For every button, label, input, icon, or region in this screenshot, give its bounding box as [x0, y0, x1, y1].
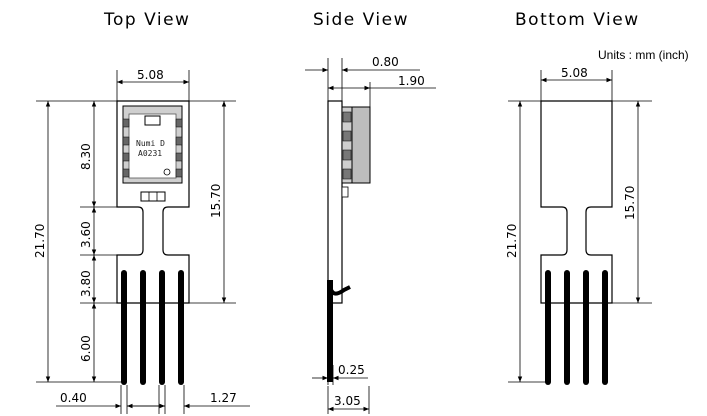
dim-top-upper-height: 15.70 — [209, 184, 223, 218]
dim-top-neck-height: 3.60 — [79, 221, 93, 248]
dim-top-total-height: 21.70 — [33, 224, 47, 258]
top-solder-pads — [140, 191, 166, 202]
side-view: 0.80 1.90 0.25 3.05 — [305, 55, 436, 414]
top-view: Numi D A0231 5.08 21.70 8.30 3.60 — [33, 68, 250, 414]
bottom-view-title: Bottom View — [515, 10, 640, 30]
bottom-view-outline — [540, 100, 613, 304]
side-view-pad — [341, 186, 349, 198]
bottom-view: 5.08 21.70 15.70 — [505, 66, 652, 385]
pin1-dot — [163, 168, 171, 176]
bottom-view-pins — [545, 270, 608, 385]
dim-top-pin-length: 6.00 — [79, 335, 93, 362]
sensor-window — [144, 115, 161, 126]
dim-top-pin-width: 0.40 — [60, 391, 87, 405]
dim-side-total-thickness: 1.90 — [398, 74, 425, 88]
dim-bottom-width: 5.08 — [561, 66, 588, 80]
sensor-die — [128, 113, 177, 179]
dim-side-lead-thickness: 0.25 — [338, 363, 365, 377]
dim-top-body-height: 8.30 — [79, 143, 93, 170]
dim-top-pin-pitch: 1.27 — [210, 391, 237, 405]
top-view-pins — [121, 270, 184, 385]
chip-marking-line2: A0231 — [138, 149, 162, 158]
chip-pads — [122, 118, 183, 178]
side-view-leads — [342, 111, 352, 180]
dim-side-lead-offset: 3.05 — [334, 394, 361, 408]
dim-side-board-thickness: 0.80 — [372, 55, 399, 69]
dim-top-width: 5.08 — [137, 68, 164, 82]
side-view-title: Side View — [313, 10, 409, 30]
units-label: Units : mm (inch) — [598, 48, 689, 62]
dim-top-base-height: 3.80 — [79, 270, 93, 297]
top-view-title: Top View — [103, 10, 190, 30]
side-view-chip-body — [351, 106, 371, 184]
side-view-lead-bend — [328, 281, 351, 296]
dim-bottom-total-height: 21.70 — [505, 224, 519, 258]
chip-marking-line1: Numi D — [136, 139, 165, 148]
side-view-board — [327, 100, 343, 304]
dim-bottom-upper-height: 15.70 — [623, 186, 637, 220]
